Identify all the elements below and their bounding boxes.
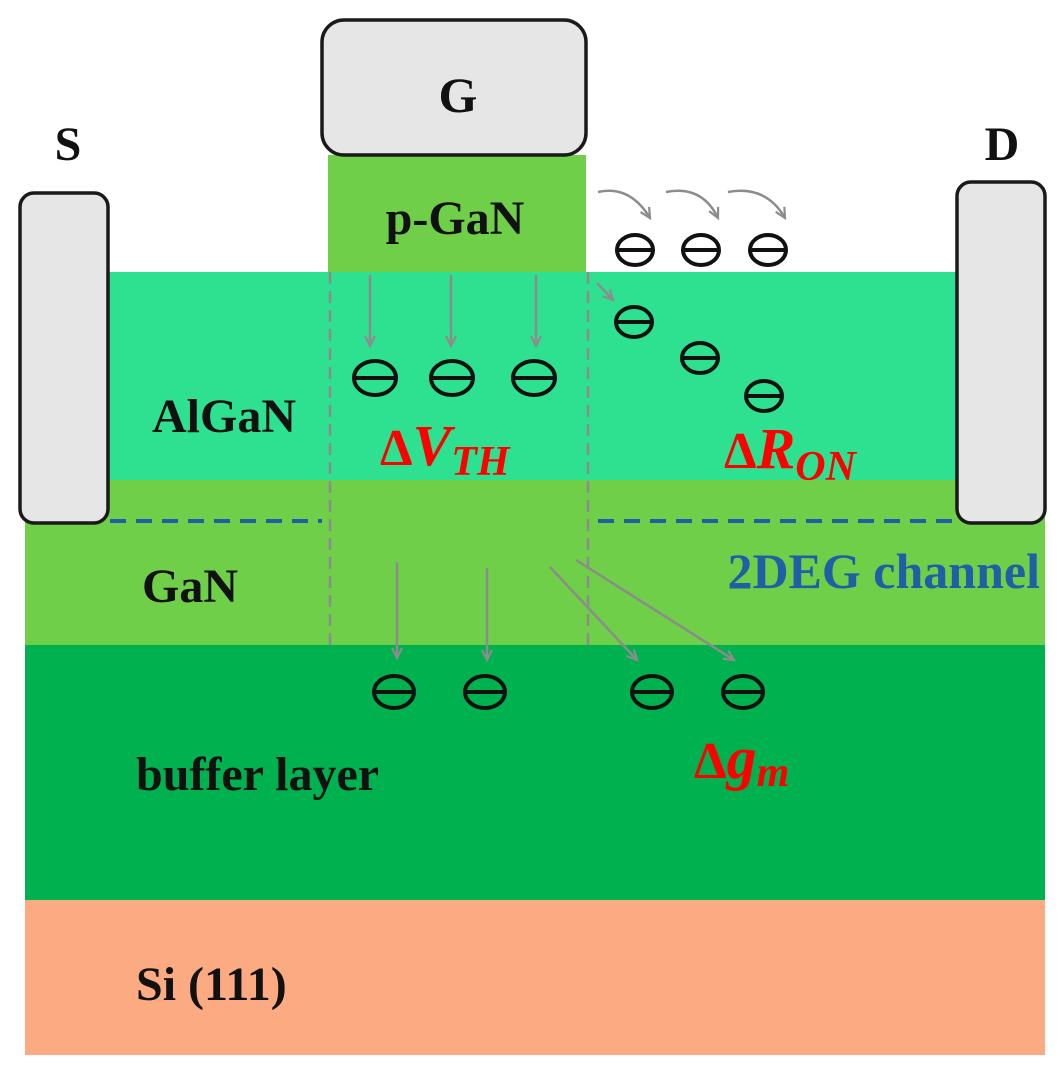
buffer-layer	[25, 645, 1045, 900]
trapped-electrons	[352, 233, 788, 710]
gate-electrode	[320, 18, 588, 157]
source-label: S	[55, 118, 82, 171]
drain-electrode	[955, 180, 1047, 525]
delta-vth-label: ΔVTH	[380, 413, 511, 485]
electron-minus-icon	[721, 674, 765, 710]
arrow-icon	[575, 558, 737, 662]
buffer-label: buffer layer	[136, 748, 379, 801]
delta-gm-label: Δgm	[694, 725, 789, 796]
2deg-channel-label: 2DEG channel	[727, 543, 1040, 599]
drain-label: D	[985, 118, 1020, 171]
electron-minus-icon	[463, 674, 507, 710]
arrow-icon	[727, 189, 787, 221]
source-electrode	[18, 191, 110, 525]
arrow-icon	[549, 566, 639, 662]
electron-minus-icon	[680, 341, 720, 375]
arrow-icon	[596, 282, 615, 302]
electron-minus-icon	[681, 233, 721, 267]
electron-minus-icon	[614, 305, 654, 339]
electron-minus-icon	[748, 233, 788, 267]
electron-minus-icon	[615, 233, 655, 267]
arrow-icon	[597, 189, 652, 221]
gan-label: GaN	[142, 560, 238, 613]
substrate-layer	[25, 900, 1045, 1055]
substrate-label: Si (111)	[136, 958, 287, 1011]
trapping-arrows	[364, 189, 787, 663]
electron-minus-icon	[352, 359, 398, 397]
p-gan-label: p-GaN	[386, 192, 525, 245]
electron-minus-icon	[511, 359, 557, 397]
p-gan-layer	[328, 155, 586, 272]
electron-minus-icon	[630, 674, 674, 710]
delta-ron-label: ΔRON	[724, 416, 858, 490]
electron-minus-icon	[372, 674, 416, 710]
electron-minus-icon	[744, 379, 784, 413]
electron-minus-icon	[429, 359, 475, 397]
algan-label: AlGaN	[152, 390, 296, 443]
arrow-icon	[665, 189, 720, 221]
gan-layer	[25, 480, 1045, 645]
gate-label: G	[439, 67, 478, 123]
